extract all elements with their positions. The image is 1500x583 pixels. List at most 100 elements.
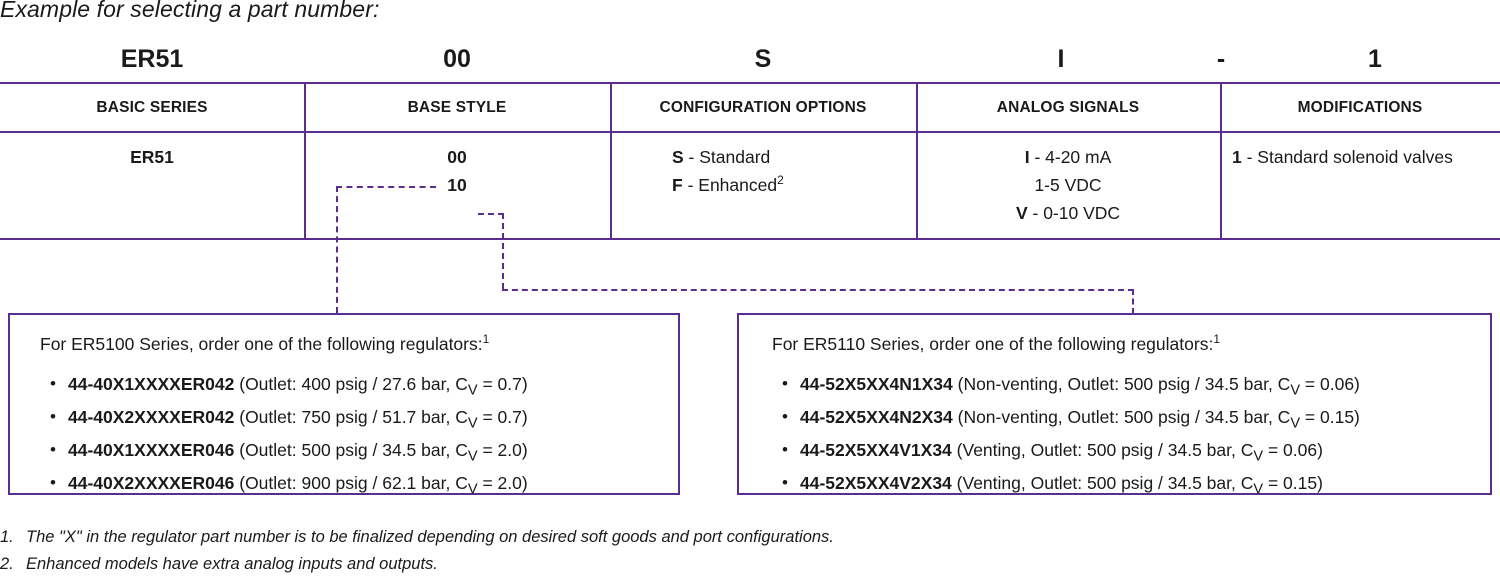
modification-option-0-code: 1 [1232, 147, 1242, 167]
callout-er5110-title-footnote-marker: 1 [1213, 332, 1220, 347]
table-header-analog-signals: ANALOG SIGNALS [996, 98, 1140, 116]
configuration-option-1-footnote-marker: 2 [777, 173, 784, 188]
regulator-detail-pre: (Non-venting, Outlet: 500 psig / 34.5 ba… [952, 407, 1291, 427]
list-item: 44-40X2XXXXER046 (Outlet: 900 psig / 62.… [46, 470, 528, 503]
pn-segment-analog-signals: I [1057, 44, 1065, 73]
table-header-basic-series: BASIC SERIES [96, 98, 208, 116]
pn-segment-configuration-options: S [754, 44, 772, 73]
regulator-part-number: 44-40X2XXXXER046 [68, 473, 235, 493]
list-item: 44-40X2XXXXER042 (Outlet: 750 psig / 51.… [46, 404, 528, 437]
pn-segment-basic-series: ER51 [120, 44, 184, 73]
table-header-base-style: BASE STYLE [407, 98, 507, 116]
connector-base-style-10-vertical-mid [502, 213, 504, 289]
regulator-detail-pre: (Outlet: 500 psig / 34.5 bar, C [234, 440, 468, 460]
table-cell-base-style: 00 10 [304, 133, 610, 238]
base-style-option-1: 10 [447, 175, 467, 195]
footnote-1-number: 1. [0, 528, 14, 546]
footnote-1: 1. The "X" in the regulator part number i… [0, 524, 834, 551]
connector-base-style-10-vertical-drop [1132, 289, 1134, 314]
analog-signal-option-0-dash: - [1029, 147, 1046, 167]
configuration-option-1-label: Enhanced [698, 175, 778, 195]
pn-segment-base-style: 00 [443, 44, 471, 73]
configuration-option-1: F - Enhanced2 [672, 171, 916, 199]
connector-base-style-10-horizontal-run [502, 289, 1134, 291]
connector-base-style-00-horizontal [336, 186, 436, 188]
regulator-part-number: 44-52X5XX4N2X34 [800, 407, 953, 427]
table-bottom-rule [0, 238, 1500, 240]
analog-signal-option-0-label: 4-20 mA [1045, 147, 1112, 167]
regulator-detail-pre: (Venting, Outlet: 500 psig / 34.5 bar, C [951, 440, 1254, 460]
table-cell-analog-signals: I - 4-20 mA 1-5 VDC V - 0-10 VDC [916, 133, 1220, 238]
configuration-option-1-code: F [672, 175, 683, 195]
configuration-option-0-dash: - [683, 147, 700, 167]
configuration-option-0-label: Standard [699, 147, 771, 167]
callout-er5100-title-text: For ER5100 Series, order one of the foll… [40, 334, 483, 354]
part-number-example-row: ER51 00 S I - 1 [0, 40, 1500, 78]
modification-option-0: 1 - Standard solenoid valves [1232, 143, 1500, 171]
footnote-2: 2.Enhanced models have extra analog inpu… [0, 551, 834, 578]
list-item: 44-40X1XXXXER046 (Outlet: 500 psig / 34.… [46, 437, 528, 470]
table-header-configuration-options: CONFIGURATION OPTIONS [659, 98, 867, 116]
regulator-part-number: 44-52X5XX4N1X34 [800, 374, 953, 394]
table-cell-configuration-options: S - Standard F - Enhanced2 [610, 133, 916, 238]
connector-base-style-00-vertical [336, 186, 338, 313]
table-cell-basic-series: ER51 [0, 133, 304, 238]
callout-er5110-title: For ER5110 Series, order one of the foll… [772, 332, 1220, 355]
cv-subscript: V [1290, 382, 1301, 399]
modification-option-0-dash: - [1241, 147, 1258, 167]
table-column-divider-2 [610, 82, 612, 240]
pn-segment-separator: - [1216, 44, 1226, 73]
callout-er5100-title: For ER5100 Series, order one of the foll… [40, 332, 490, 355]
analog-signal-option-2-dash: - [1027, 203, 1044, 223]
regulator-detail-post: = 0.7) [477, 374, 528, 394]
cv-subscript: V [1290, 415, 1301, 432]
analog-signal-option-1: 1-5 VDC [1034, 171, 1101, 199]
analog-signal-option-2: V - 0-10 VDC [1016, 199, 1120, 227]
modification-option-0-label: Standard solenoid valves [1257, 147, 1453, 167]
analog-signal-option-2-label: 0-10 VDC [1043, 203, 1121, 223]
cv-subscript: V [467, 448, 478, 465]
table-top-rule [0, 82, 1500, 84]
regulator-part-number: 44-40X1XXXXER046 [68, 440, 235, 460]
cv-subscript: V [467, 382, 478, 399]
pn-segment-modifications: 1 [1368, 44, 1382, 73]
regulator-detail-post: = 0.15) [1263, 473, 1323, 493]
regulator-detail-pre: (Outlet: 750 psig / 51.7 bar, C [234, 407, 468, 427]
analog-signal-option-1-label: 1-5 VDC [1034, 175, 1102, 195]
table-column-divider-3 [916, 82, 918, 240]
list-item: 44-52X5XX4V1X34 (Venting, Outlet: 500 ps… [778, 437, 1360, 470]
regulator-detail-post: = 2.0) [477, 440, 528, 460]
regulator-detail-post: = 0.7) [477, 407, 528, 427]
regulator-detail-pre: (Outlet: 900 psig / 62.1 bar, C [234, 473, 468, 493]
configuration-option-0: S - Standard [672, 143, 916, 171]
regulator-part-number: 44-52X5XX4V2X34 [800, 473, 952, 493]
cv-subscript: V [1253, 481, 1264, 498]
page-title: Example for selecting a part number: [0, 0, 380, 22]
footnote-2-number: 2. [0, 555, 14, 573]
regulator-part-number: 44-52X5XX4V1X34 [800, 440, 952, 460]
regulator-detail-post: = 0.15) [1300, 407, 1360, 427]
cv-subscript: V [1253, 448, 1264, 465]
analog-signal-option-0-code: I [1024, 147, 1030, 167]
callout-er5110-list: 44-52X5XX4N1X34 (Non-venting, Outlet: 50… [778, 371, 1360, 503]
regulator-detail-post: = 2.0) [477, 473, 528, 493]
callout-er5110-title-text: For ER5110 Series, order one of the foll… [772, 334, 1214, 354]
cv-subscript: V [467, 415, 478, 432]
regulator-detail-post: = 0.06) [1300, 374, 1360, 394]
table-column-divider-1 [304, 82, 306, 240]
connector-base-style-10-horizontal-top [478, 213, 504, 215]
table-header-modifications: MODIFICATIONS [1297, 98, 1423, 116]
callout-er5100-list: 44-40X1XXXXER042 (Outlet: 400 psig / 27.… [46, 371, 528, 503]
list-item: 44-52X5XX4V2X34 (Venting, Outlet: 500 ps… [778, 470, 1360, 503]
list-item: 44-52X5XX4N2X34 (Non-venting, Outlet: 50… [778, 404, 1360, 437]
cv-subscript: V [467, 481, 478, 498]
list-item: 44-52X5XX4N1X34 (Non-venting, Outlet: 50… [778, 371, 1360, 404]
list-item: 44-40X1XXXXER042 (Outlet: 400 psig / 27.… [46, 371, 528, 404]
footnote-1-text: The "X" in the regulator part number is … [26, 528, 834, 546]
analog-signal-option-0: I - 4-20 mA [1025, 143, 1112, 171]
table-cell-modifications: 1 - Standard solenoid valves [1220, 133, 1500, 238]
basic-series-option-0: ER51 [130, 147, 174, 167]
callout-er5100-title-footnote-marker: 1 [482, 332, 490, 347]
regulator-detail-pre: (Venting, Outlet: 500 psig / 34.5 bar, C [951, 473, 1254, 493]
